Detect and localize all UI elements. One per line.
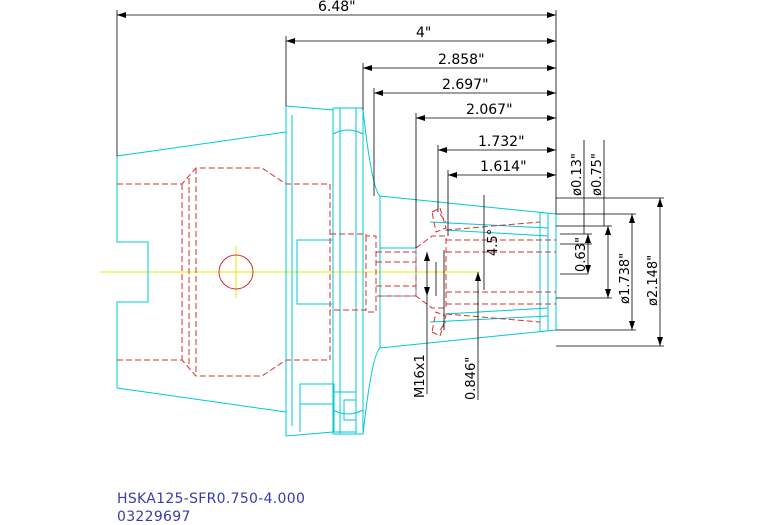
dim-1614: 1.614" [480,159,527,175]
cross-hole [218,254,254,290]
part-number: HSKA125-SFR0.750-4.000 [117,491,306,507]
dim-angle: 4.5° [486,229,501,256]
holder-outline [116,105,557,437]
dim-dia-013: ø0.13" [570,153,585,196]
centerline [100,246,480,298]
arrowheads [117,12,663,346]
dim-063: 0.63" [574,237,589,272]
dim-dia-1738: ø1.738" [618,253,633,304]
dim-1732: 1.732" [478,134,525,150]
code-number: 03229697 [117,509,191,525]
dim-dia-075: ø0.75" [590,153,605,196]
dim-overall-length: 6.48" [318,0,356,15]
dim-dia-2148: ø2.148" [646,255,661,306]
dim-gauge-length: 4" [416,25,431,41]
hidden-lines [117,167,556,377]
dim-thread: M16x1 [413,354,428,398]
dim-2858: 2.858" [438,52,485,68]
dim-depth: 0.846" [464,357,479,400]
dim-2067: 2.067" [466,102,513,118]
dimension-lines [116,10,664,400]
dim-2697: 2.697" [442,77,489,93]
